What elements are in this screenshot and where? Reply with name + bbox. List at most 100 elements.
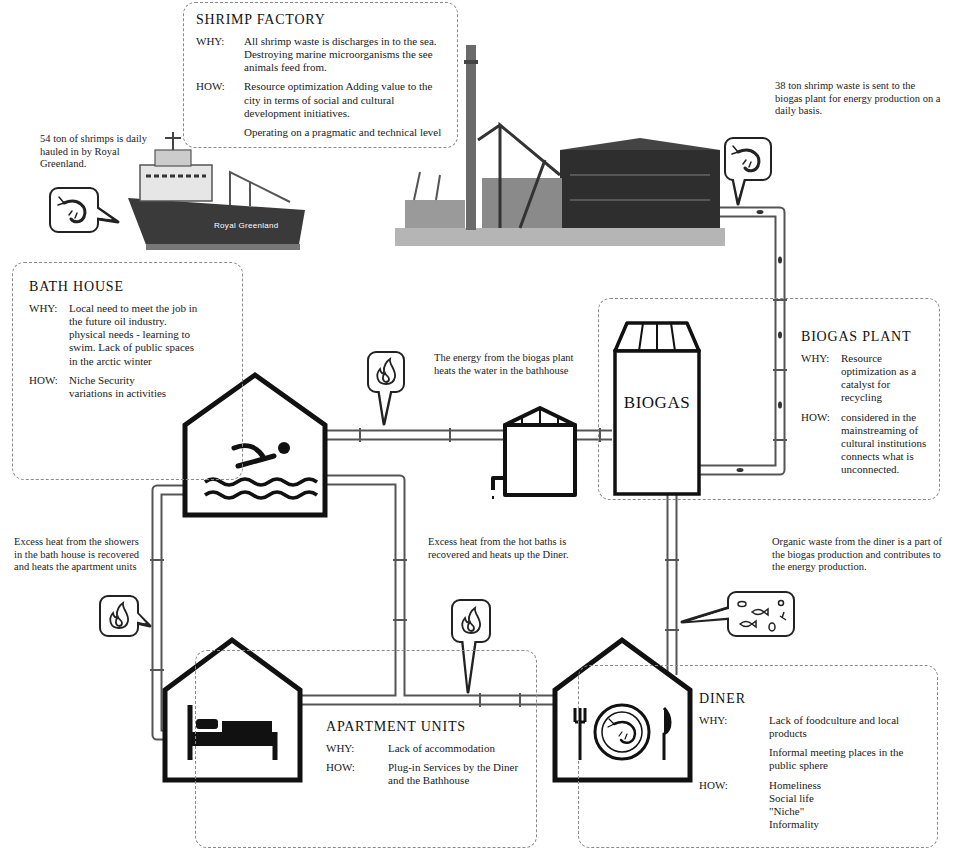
factory-illustration (395, 45, 725, 246)
text-column: Local need to meet the job in the future… (69, 302, 203, 368)
shrimp-in-pipe (737, 210, 783, 472)
text-row: WHY:Lack of accommodation (326, 742, 528, 755)
tank-outline (615, 323, 699, 351)
annotation: Excess heat from the hot baths is recove… (428, 536, 598, 561)
box-text: Lack of foodculture and local products (769, 714, 929, 740)
ship-illustration (128, 132, 305, 250)
row-label: HOW: (29, 374, 69, 400)
speech-bubble-shrimp (732, 146, 751, 167)
speech-bubble-organic (738, 601, 786, 632)
info-box: BATH HOUSEWHY:Local need to meet the job… (12, 262, 243, 480)
text-row: WHY:Resource optimization as a catalyst … (801, 352, 931, 405)
text-column: Niche Security variations in activities (69, 374, 179, 400)
shrimp-in-pipe (757, 210, 764, 214)
info-box: SHRIMP FACTORY WHY:All shrimp waste is di… (183, 2, 458, 148)
ship-illustration (165, 132, 181, 150)
speech-bubble-fire (462, 608, 480, 633)
speech-bubble-shrimp (50, 188, 98, 232)
text-row: HOW:Homeliness Social life "Niche" Infor… (699, 779, 929, 832)
row-label: WHY: (196, 35, 244, 75)
text-column: Resource optimization as a catalyst for … (841, 352, 931, 405)
diner-icon (608, 719, 635, 743)
factory-illustration (395, 228, 725, 246)
tank-outline (615, 351, 699, 494)
diner-icon (614, 722, 635, 743)
factory-illustration (466, 45, 476, 230)
speech-bubble-fire (452, 600, 490, 692)
box-text: Homeliness Social life "Niche" Informali… (769, 779, 841, 832)
small-tank (492, 496, 494, 499)
diner-icon (595, 705, 649, 759)
box-text: considered in the mainstreaming of cultu… (841, 411, 931, 477)
box-text: Niche Security variations in activities (69, 374, 179, 400)
factory-illustration (405, 200, 465, 228)
speech-bubble-fire (383, 373, 389, 382)
box-title: SHRIMP FACTORY (196, 12, 449, 29)
row-label: HOW: (196, 80, 244, 139)
row-label: WHY: (801, 352, 841, 405)
diner-icon (602, 712, 642, 752)
diner-icon (555, 640, 690, 780)
apartment-icon (222, 721, 272, 732)
speech-bubble-fire (368, 352, 404, 392)
apartment-icon (190, 732, 275, 746)
annotation: Organic waste from the diner is a part o… (772, 536, 947, 574)
factory-illustration (570, 175, 710, 200)
factory-illustration (560, 138, 720, 150)
speech-bubble-fire (100, 596, 150, 636)
diner-icon (664, 708, 670, 760)
ship-illustration (146, 244, 300, 250)
box-title: APARTMENT UNITS (326, 719, 528, 736)
box-text: Lack of accommodation (388, 742, 528, 755)
box-text: Informal meeting places in the public sp… (769, 746, 929, 772)
ship-illustration (146, 175, 206, 178)
speech-bubble-organic (752, 609, 768, 615)
box-text: Operating on a pragmatic and technical l… (244, 126, 451, 139)
text-row: HOW:Plug-in Services by the Diner and th… (326, 761, 528, 787)
ship-illustration (155, 150, 191, 166)
diner-icon (608, 719, 627, 739)
box-text: Plug-in Services by the Diner and the Ba… (388, 761, 528, 787)
speech-bubble-shrimp (738, 150, 759, 171)
speech-bubble-fire (462, 636, 476, 692)
speech-bubble-fire (377, 359, 395, 384)
text-column: Homeliness Social life "Niche" Informali… (769, 779, 841, 832)
row-label: HOW: (699, 779, 769, 832)
speech-bubble-organic (690, 607, 735, 621)
small-tank (493, 408, 575, 499)
text-row: WHY:Lack of foodculture and local produc… (699, 714, 929, 773)
text-column: Lack of accommodation (388, 742, 528, 755)
speech-bubble-shrimp (58, 197, 85, 222)
text-row: HOW:considered in the mainstreaming of c… (801, 411, 931, 477)
speech-bubble-shrimp (64, 201, 85, 222)
diner-icon (555, 640, 690, 780)
shrimp-in-pipe (778, 402, 782, 409)
ship-name: Royal Greenland (214, 221, 294, 231)
shrimp-in-pipe (778, 332, 782, 339)
box-text: Local need to meet the job in the future… (69, 302, 203, 368)
text-row: WHY:All shrimp waste is discharges in to… (196, 35, 449, 75)
bath-house-icon (234, 446, 274, 466)
speech-bubble-fire (463, 637, 475, 686)
speech-bubble-organic (728, 592, 794, 636)
annotation: Excess heat from the showers in the bath… (14, 536, 148, 574)
speech-bubble-fire (100, 596, 138, 636)
text-column: Lack of foodculture and local productsIn… (769, 714, 929, 773)
speech-bubble-organic (740, 621, 756, 627)
row-label: HOW: (326, 761, 388, 787)
speech-bubble-organic (779, 601, 784, 606)
factory-illustration (560, 150, 720, 228)
row-label: HOW: (801, 411, 841, 477)
speech-bubble-organic (682, 606, 734, 622)
info-box: BIOGAS PLANTWHY:Resource optimization as… (598, 298, 940, 500)
annotation: The energy from the biogas plant heats t… (434, 352, 584, 377)
factory-illustration (464, 60, 478, 64)
apartment-icon (196, 719, 218, 729)
speech-bubble-shrimp (725, 138, 771, 204)
speech-bubble-fire (378, 386, 392, 424)
speech-bubble-fire (368, 352, 404, 424)
small-tank (505, 425, 575, 495)
ship-illustration (128, 198, 305, 250)
bath-house-icon (205, 479, 317, 498)
speech-bubble-fire (379, 387, 391, 419)
